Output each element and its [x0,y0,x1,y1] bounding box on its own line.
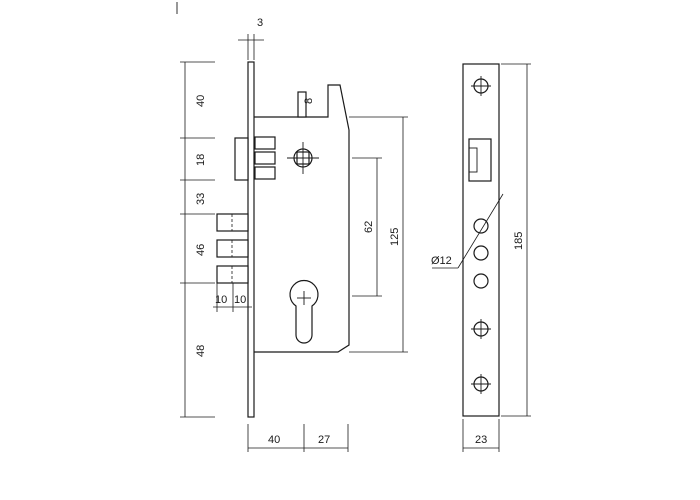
dim-left-chain: 40 18 33 46 48 [180,61,215,418]
dim-spindle-square: 8 [303,98,315,104]
latch-bolt-inner-bottom [254,166,276,180]
screw-middle [471,319,491,339]
dim-label-125: 125 [389,228,401,246]
dim-forend-width: 23 [462,419,500,452]
bolt-hole-middle [473,245,489,261]
latch-bevel [468,147,478,173]
dim-label-40-bottom: 40 [268,434,280,446]
dim-label-18: 18 [195,154,207,166]
faceplate [247,61,255,418]
spindle-tab [297,91,307,118]
dim-label-185: 185 [513,232,525,250]
dim-label-62: 62 [363,221,375,233]
dim-label-33: 33 [195,193,207,205]
dim-label-3: 3 [257,17,263,29]
screw-bottom [471,374,491,394]
dim-bolt-throw: 10 10 [213,283,252,312]
dim-label-8: 8 [303,98,315,104]
dead-bolt-top [216,213,249,232]
dim-label-40-top: 40 [195,95,207,107]
dim-label-46: 46 [195,244,207,256]
dead-bolt-middle [216,239,249,258]
lock-case-body [254,84,350,353]
screw-top [471,76,491,96]
dim-label-48: 48 [195,345,207,357]
forend-plate [462,63,500,417]
dim-bottom-horizontal: 40 27 [247,424,349,452]
dim-forend-length: 185 [501,63,531,417]
spindle-hub-symbol [287,142,319,174]
dim-label-27: 27 [318,434,330,446]
latch-bolt-inner-mid [254,151,276,165]
dim-label-10-a: 10 [215,294,227,306]
dim-spindle-to-cylinder: 62 [352,157,382,297]
dim-hole-diameter: Ø12 [431,193,504,269]
latch-bolt-inner-top [254,136,276,150]
bolt-hole-bottom [473,273,489,289]
dim-label-10-b: 10 [234,294,246,306]
dim-case-height: 125 [349,116,408,353]
cylinder-profile [289,279,319,344]
dead-bolt-bottom [216,265,249,284]
dim-label-23: 23 [475,434,487,446]
latch-bolt [234,137,249,181]
bolt-hole-top [473,218,489,234]
dim-label-diameter-12: Ø12 [431,255,452,267]
dim-faceplate-thickness: 3 [238,17,264,60]
